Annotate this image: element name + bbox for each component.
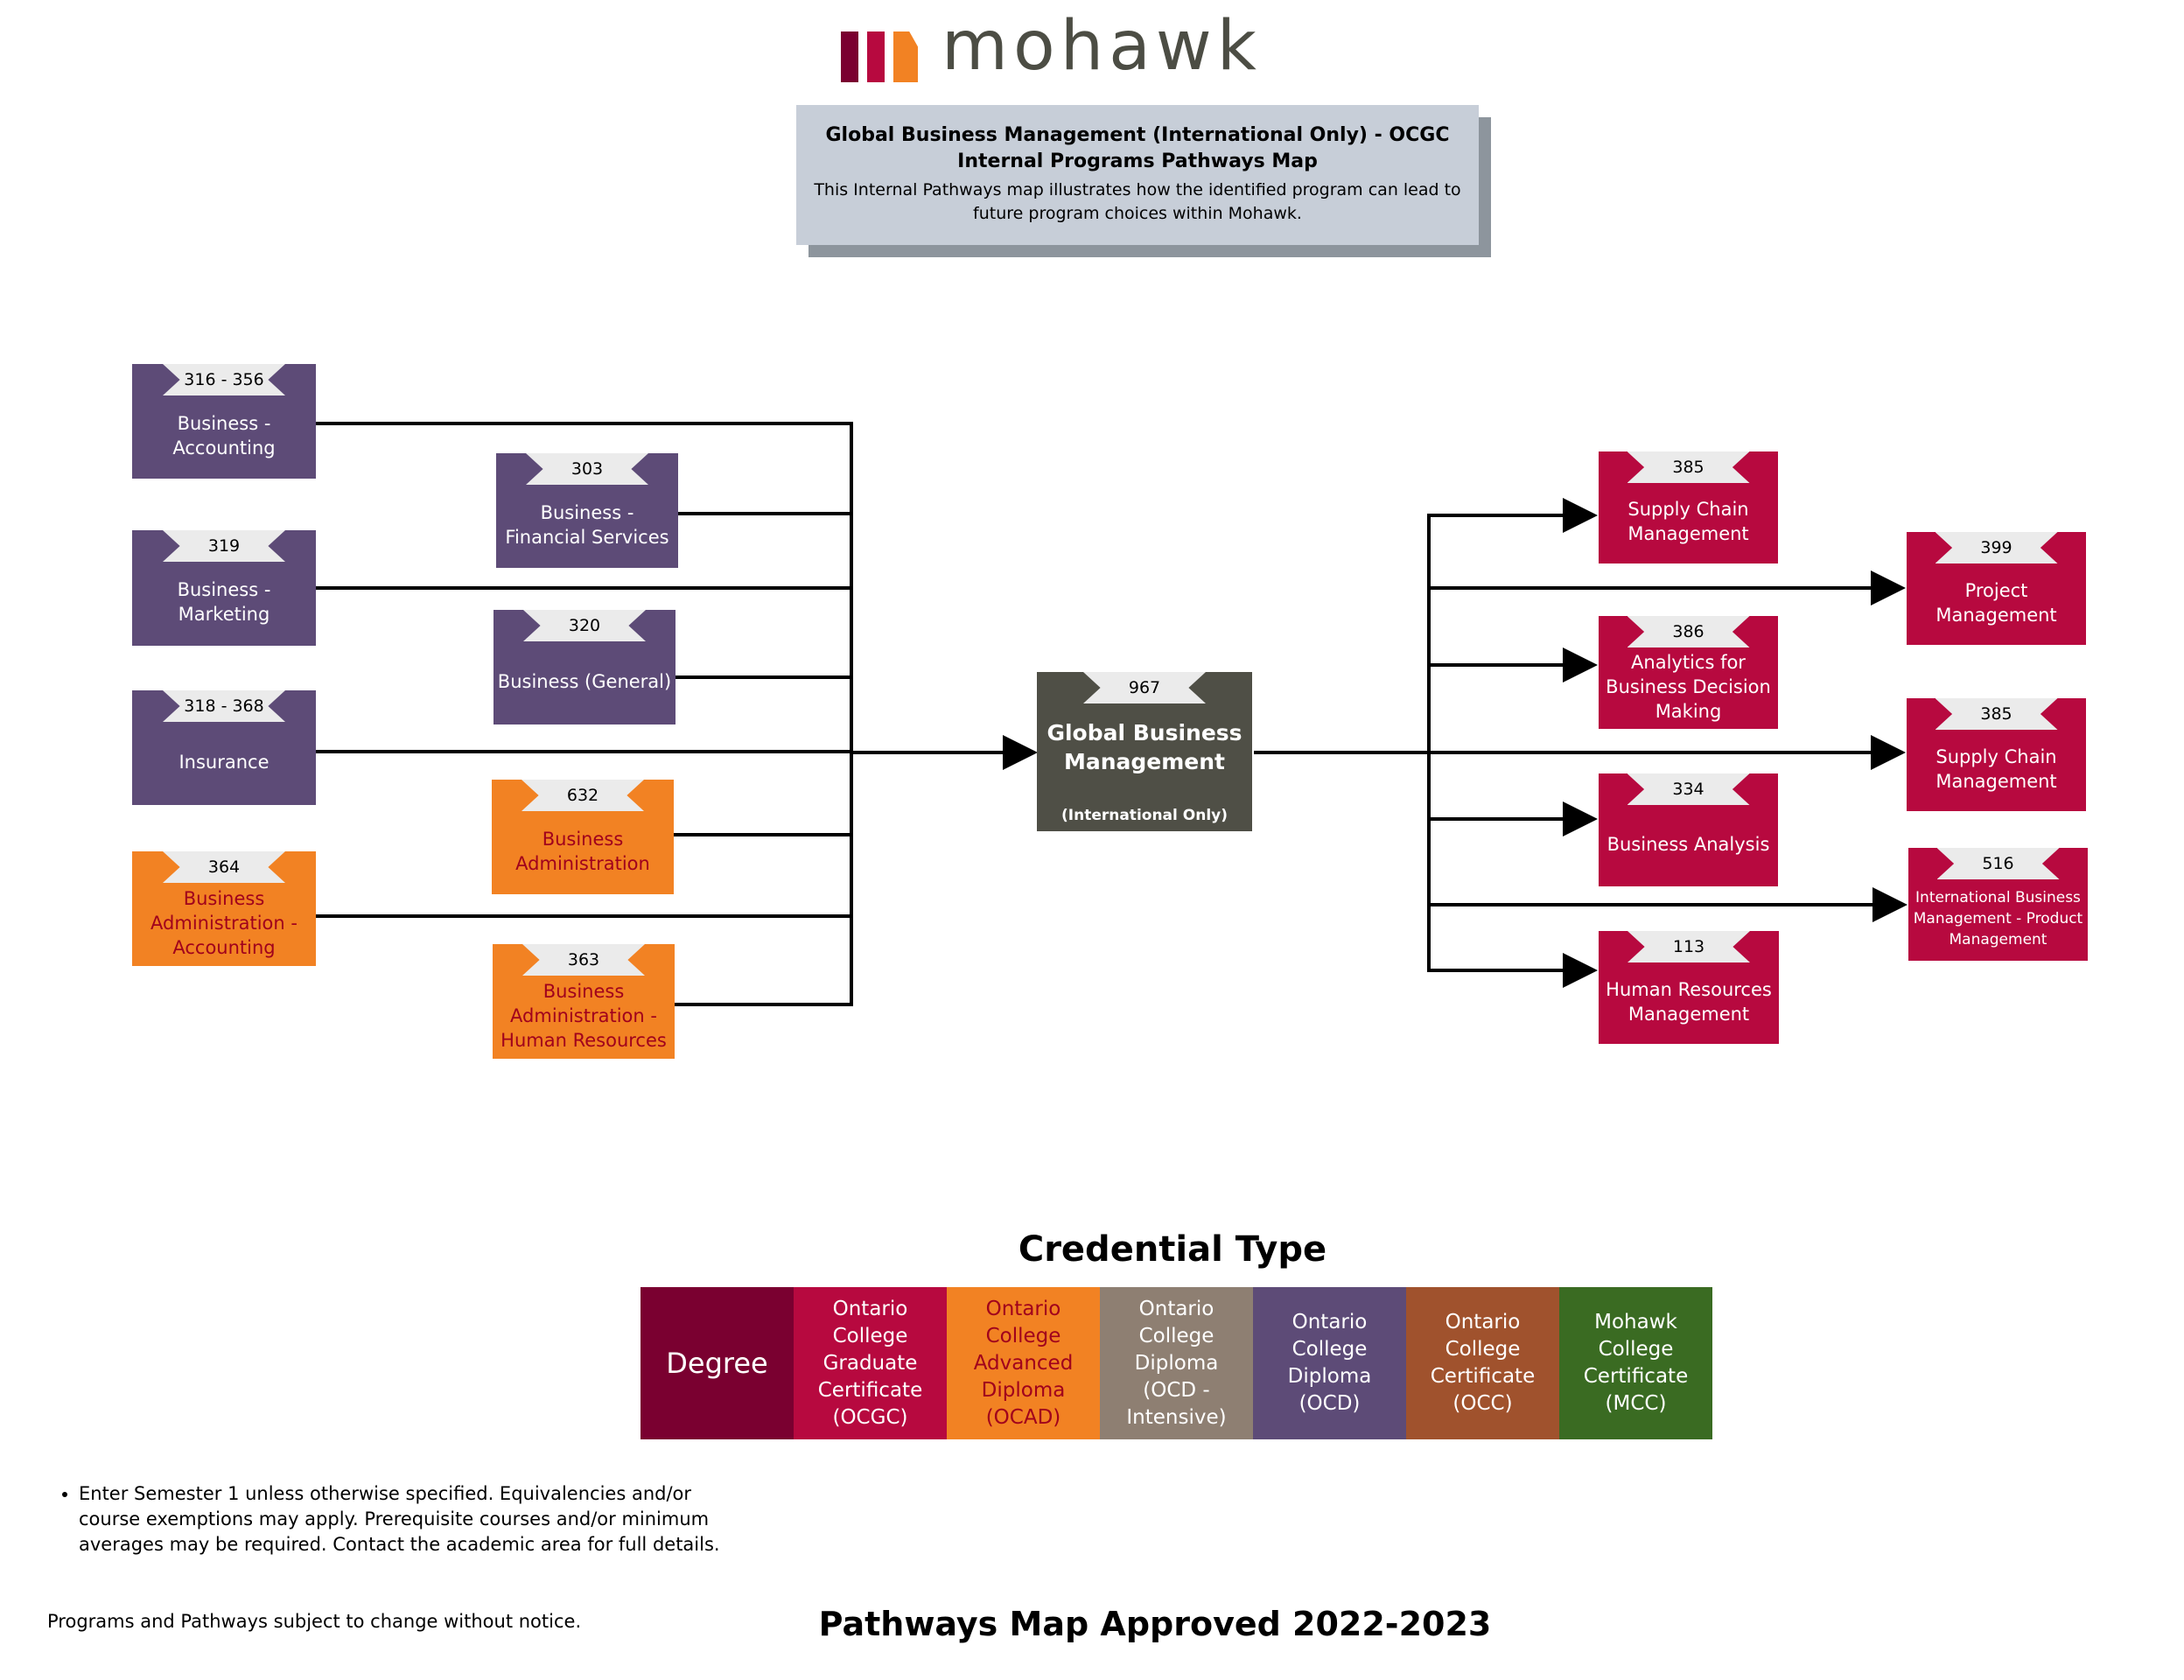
program-supply-chain-management: 385 Supply Chain Management [1599, 452, 1778, 564]
program-code: 303 [526, 453, 648, 485]
legend-degree: Degree [640, 1287, 794, 1439]
program-name: Supply Chain Management [1628, 499, 1749, 544]
program-name: Human Resources Management [1606, 978, 1772, 1025]
program-name: International Business Management - Prod… [1913, 888, 2083, 948]
program-code: 385 [1935, 698, 2058, 730]
program-code: 316 - 356 [163, 364, 285, 396]
logo-bar-icon [893, 32, 918, 82]
program-name: Business Administration - Human Resource… [500, 980, 667, 1051]
map-title: Global Business Management (Internationa… [825, 124, 1450, 146]
credential-legend: Degree Ontario College Graduate Certific… [640, 1287, 1712, 1439]
program-business-financial-services: 303 Business - Financial Services [496, 453, 678, 568]
program-name: Business Administration - Accounting [150, 887, 298, 958]
program-code: 334 [1627, 774, 1750, 805]
program-project-management: 399 Project Management [1907, 532, 2086, 645]
logo-wordmark: mohawk [942, 7, 1262, 86]
program-code: 363 [522, 944, 645, 976]
legend-ocd-intensive: Ontario College Diploma (OCD - Intensive… [1100, 1287, 1253, 1439]
footer-note: Enter Semester 1 unless otherwise specif… [58, 1481, 740, 1558]
logo-bar-icon [841, 32, 858, 82]
program-name: Analytics for Business Decision Making [1606, 651, 1771, 722]
program-code: 967 [1083, 672, 1206, 704]
map-subtitle: Internal Programs Pathways Map [957, 150, 1318, 172]
program-code: 386 [1627, 616, 1750, 648]
logo-bar-icon [867, 32, 885, 82]
program-name: Business - Accounting [172, 412, 276, 458]
program-code: 399 [1935, 532, 2058, 564]
program-code: 318 - 368 [163, 690, 285, 722]
program-code: 385 [1627, 452, 1750, 483]
program-business-administration-accounting: 364 Business Administration - Accounting [132, 851, 316, 966]
approval-text: Pathways Map Approved 2022-2023 [818, 1605, 1492, 1643]
program-name: Project Management [1936, 579, 2057, 626]
central-program-sub: (International Only) [1061, 806, 1228, 824]
program-business-administration-hr: 363 Business Administration - Human Reso… [493, 944, 675, 1059]
program-code: 632 [522, 780, 644, 811]
program-code: 364 [163, 851, 285, 883]
legend-ocd: Ontario College Diploma (OCD) [1253, 1287, 1406, 1439]
program-name: Business Administration [515, 828, 650, 874]
central-program-name: Global Business Management [1046, 719, 1242, 774]
program-business-analysis: 334 Business Analysis [1599, 774, 1778, 886]
program-global-business-management: 967 Global Business Management (Internat… [1037, 672, 1252, 831]
program-name: Business (General) [497, 670, 672, 692]
program-name: Insurance [178, 751, 270, 773]
note-bullet: Enter Semester 1 unless otherwise specif… [79, 1481, 740, 1558]
program-code: 319 [163, 530, 285, 562]
program-supply-chain-management-2: 385 Supply Chain Management [1907, 698, 2086, 811]
program-name: Global Business Management (Internationa… [1043, 649, 1245, 855]
legend-ocgc: Ontario College Graduate Certificate (OC… [794, 1287, 947, 1439]
program-business-administration: 632 Business Administration [492, 780, 674, 894]
program-business-accounting: 316 - 356 Business - Accounting [132, 364, 316, 479]
program-code: 113 [1628, 931, 1750, 962]
program-name: Supply Chain Management [1936, 746, 2057, 792]
disclaimer-text: Programs and Pathways subject to change … [47, 1611, 582, 1632]
legend-ocad: Ontario College Advanced Diploma (OCAD) [947, 1287, 1100, 1439]
program-analytics-business-decision: 386 Analytics for Business Decision Maki… [1599, 616, 1778, 729]
program-insurance: 318 - 368 Insurance [132, 690, 316, 805]
map-description: This Internal Pathways map illustrates h… [814, 180, 1461, 223]
program-human-resources-management: 113 Human Resources Management [1599, 931, 1779, 1044]
program-code: 516 [1936, 848, 2060, 879]
legend-mcc: Mohawk College Certificate (MCC) [1559, 1287, 1712, 1439]
program-business-general: 320 Business (General) [494, 610, 676, 724]
mohawk-logo: mohawk [841, 12, 1383, 86]
legend-title: Credential Type [1018, 1229, 1327, 1270]
legend-occ: Ontario College Certificate (OCC) [1406, 1287, 1559, 1439]
program-code: 320 [523, 610, 646, 641]
program-name: Business - Financial Services [505, 501, 669, 548]
program-international-business-product: 516 International Business Management - … [1908, 848, 2088, 961]
program-name: Business - Marketing [177, 579, 271, 625]
program-business-marketing: 319 Business - Marketing [132, 530, 316, 646]
title-box: Global Business Management (Internationa… [796, 105, 1479, 245]
program-name: Business Analysis [1606, 833, 1770, 855]
